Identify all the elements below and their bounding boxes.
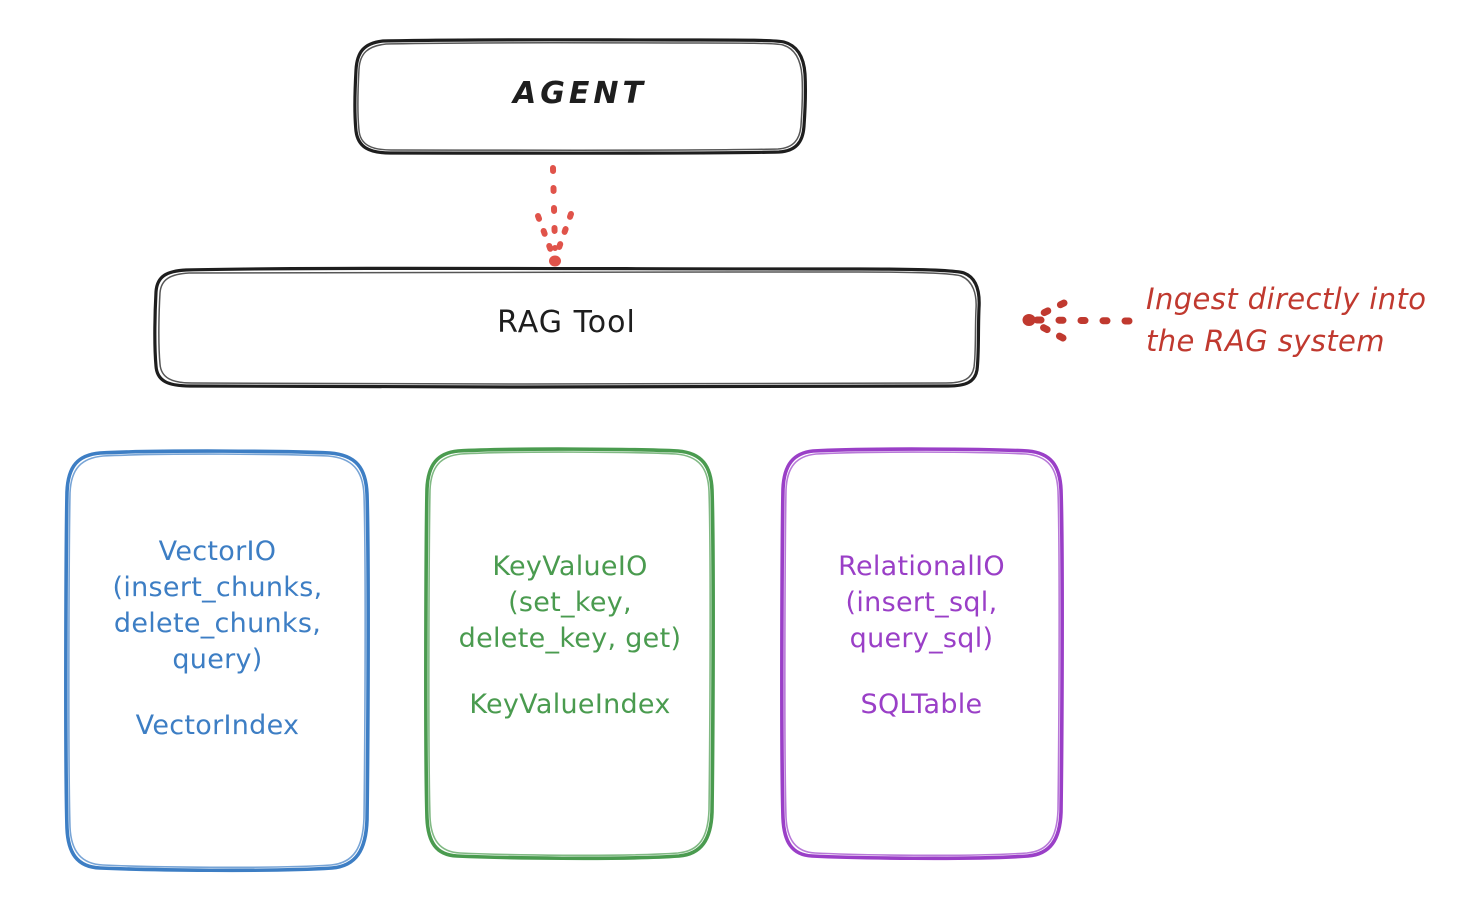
vector-io-spacer: [67, 678, 368, 708]
rag-tool-node-label: RAG Tool: [497, 305, 636, 340]
key-value-index-text: KeyValueIndex: [469, 688, 671, 720]
key-value-io-spacer: [428, 657, 712, 687]
vector-index-text: VectorIndex: [135, 709, 300, 741]
edge-agent-to-rag-tool: [535, 165, 574, 267]
edge-ingest-annotation: [1022, 299, 1133, 342]
sql-table-text: SQLTable: [860, 688, 983, 720]
ingest-annotation-label: Ingest directly into the RAG system: [1146, 282, 1427, 359]
vector-io-node-label: VectorIO (insert_chunks, delete_chunks, …: [67, 534, 368, 744]
agent-node-label: AGENT: [513, 76, 647, 111]
key-value-io-node-label: KeyValueIO (set_key, delete_key, get) Ke…: [428, 549, 712, 723]
key-value-io-api-text: KeyValueIO (set_key, delete_key, get): [458, 551, 682, 654]
relational-io-node-label: RelationalIO (insert_sql, query_sql) SQL…: [783, 549, 1060, 723]
relational-io-api-text: RelationalIO (insert_sql, query_sql): [838, 551, 1005, 654]
vector-io-api-text: VectorIO (insert_chunks, delete_chunks, …: [112, 536, 323, 675]
relational-io-spacer: [783, 657, 1060, 687]
